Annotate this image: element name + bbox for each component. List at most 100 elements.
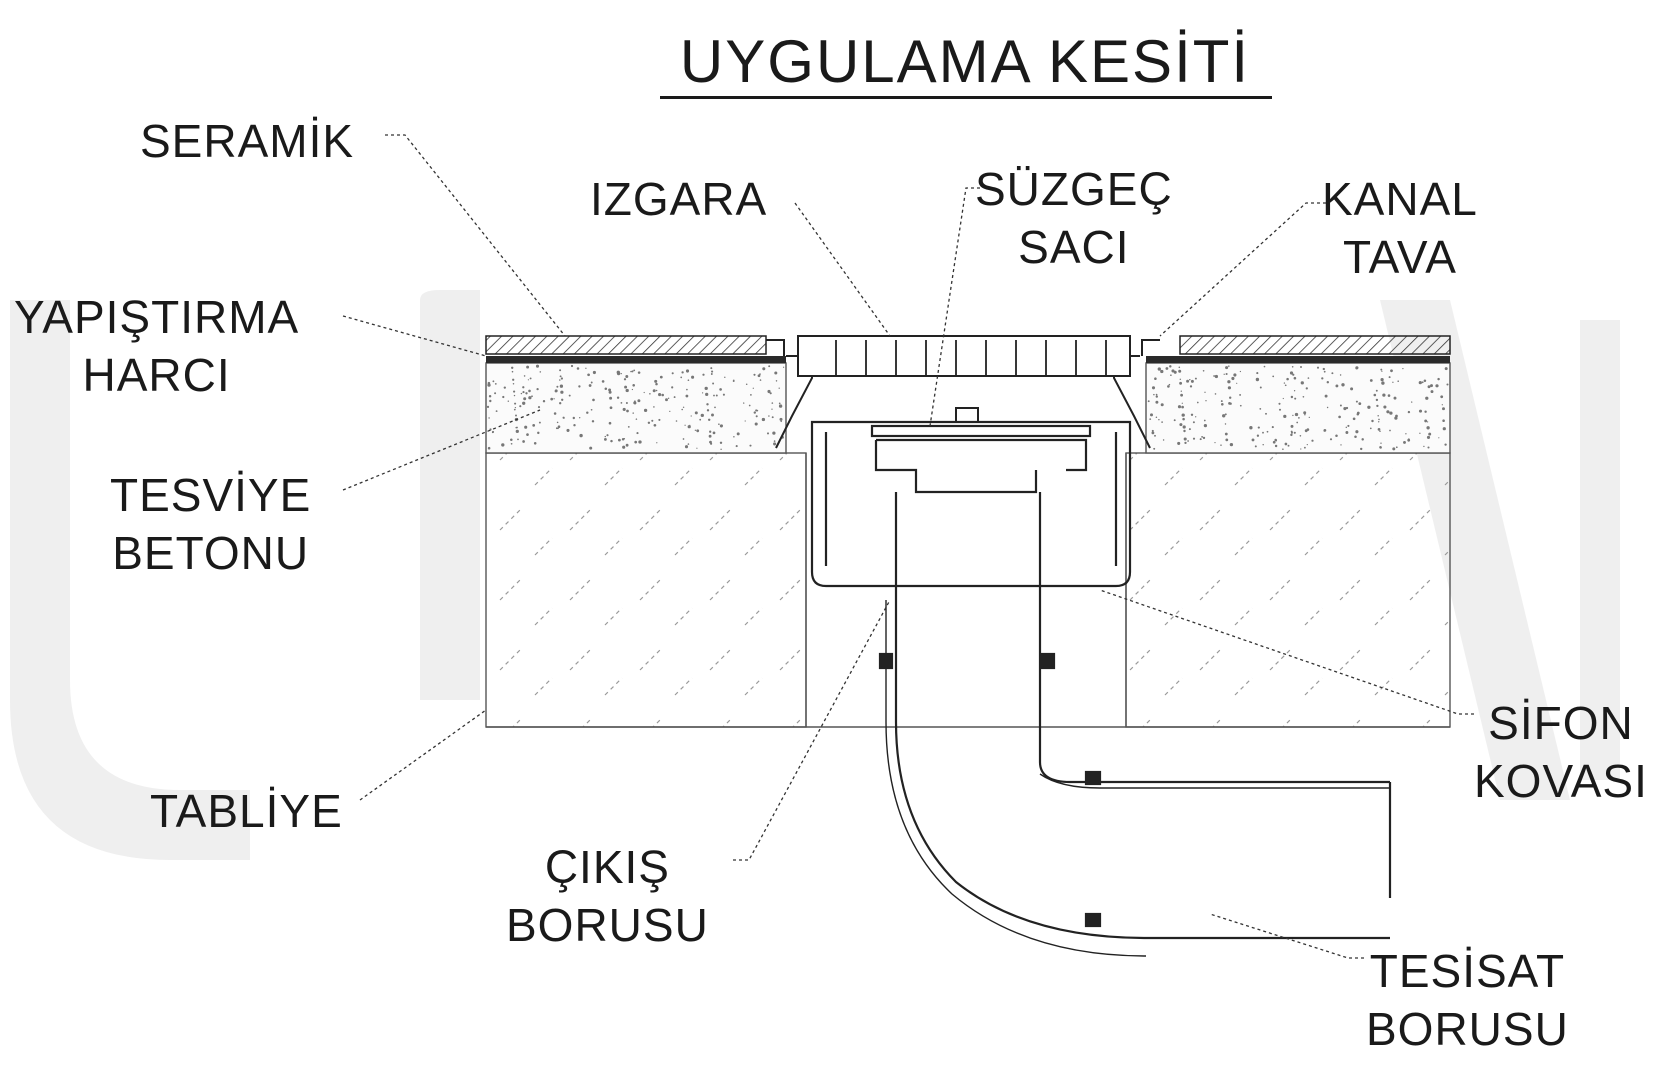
screed-speckle: [778, 402, 781, 405]
screed-speckle: [1290, 395, 1294, 399]
screed-speckle: [1380, 442, 1382, 444]
screed-speckle: [1379, 446, 1382, 449]
screed-speckle: [1289, 371, 1294, 375]
screed-speckle: [673, 396, 676, 399]
screed-speckle: [1380, 377, 1384, 382]
screed-speckle: [606, 434, 609, 437]
screed-speckle: [1340, 444, 1342, 446]
screed-speckle: [1167, 385, 1170, 388]
screed-speckle: [1440, 395, 1444, 399]
screed-speckle: [559, 379, 561, 381]
screed-speckle: [771, 416, 774, 419]
screed-speckle: [1259, 386, 1262, 389]
screed-speckle: [1177, 405, 1182, 409]
screed-speckle: [486, 405, 490, 408]
screed-speckle: [1214, 393, 1217, 395]
label-seramik: SERAMİK: [140, 112, 354, 170]
screed-speckle: [1395, 446, 1398, 449]
screed-speckle: [719, 424, 723, 428]
screed-speckle: [513, 390, 516, 393]
screed-speckle: [696, 429, 700, 433]
label-suzgec-line2: SACI: [1018, 221, 1130, 273]
screed-speckle: [1168, 383, 1171, 386]
pipes: [878, 492, 1392, 957]
screed-speckle: [1427, 385, 1431, 389]
screed-speckle: [514, 402, 517, 405]
screed-speckle: [1239, 404, 1242, 407]
screed-speckle: [643, 408, 648, 413]
screed-speckle: [700, 413, 704, 418]
screed-speckle: [1255, 377, 1260, 382]
screed-speckle: [560, 390, 564, 394]
screed-speckle: [753, 373, 756, 376]
screed-speckle: [1256, 434, 1260, 437]
screed-speckle: [1284, 384, 1287, 387]
screed-speckle: [1228, 365, 1230, 367]
screed-speckle: [1307, 377, 1310, 379]
screed-speckle: [1405, 433, 1407, 435]
screed-speckle: [1292, 414, 1294, 417]
screed-speckle: [1239, 393, 1242, 396]
screed-speckle: [1423, 379, 1427, 383]
screed-speckle: [539, 371, 542, 373]
screed-speckle: [1427, 421, 1429, 423]
screed-speckle: [720, 448, 722, 451]
screed-speckle: [1224, 413, 1227, 416]
label-tesisat-line1: TESİSAT: [1369, 945, 1566, 997]
label-tabliye: TABLİYE: [150, 782, 343, 840]
screed-speckle: [1341, 383, 1345, 387]
screed-speckle: [513, 394, 516, 397]
screed-speckle: [773, 442, 777, 446]
screed-speckle: [550, 397, 554, 401]
screed-speckle: [1437, 377, 1440, 381]
screed-speckle: [1371, 419, 1374, 423]
screed-speckle: [626, 409, 629, 413]
screed-speckle: [1202, 436, 1206, 440]
screed-speckle: [522, 440, 525, 443]
screed-speckle: [634, 400, 636, 403]
label-tesviye-betonu: TESVİYE BETONU: [110, 466, 311, 582]
screed-speckle: [1329, 438, 1333, 441]
screed-speckle: [1354, 435, 1357, 438]
screed-speckle: [671, 386, 674, 389]
screed-speckle: [732, 380, 735, 382]
screed-speckle: [622, 407, 626, 411]
screed-speckle: [576, 367, 580, 370]
screed-speckle: [1418, 380, 1422, 385]
screed-speckle: [1323, 370, 1326, 373]
screed-speckle: [1407, 410, 1411, 414]
screed-speckle: [1229, 442, 1234, 447]
screed-speckle: [1184, 441, 1187, 445]
screed-speckle: [1150, 413, 1153, 417]
screed-speckle: [694, 411, 698, 415]
screed-speckle: [1180, 390, 1182, 392]
screed-speckle: [1188, 428, 1191, 431]
screed-speckle: [1339, 404, 1342, 407]
screed-speckle: [512, 382, 515, 385]
screed-speckle: [1335, 384, 1339, 388]
screed-speckle: [1311, 439, 1314, 442]
screed-speckle: [691, 375, 695, 379]
screed-speckle: [1411, 401, 1413, 403]
tile-layer: [485, 335, 1451, 363]
screed-speckle: [754, 422, 758, 426]
screed-speckle: [1155, 395, 1158, 398]
label-cikis-line1: ÇIKIŞ: [544, 841, 670, 893]
screed-speckle: [537, 406, 541, 409]
screed-speckle: [1220, 444, 1222, 446]
screed-speckle: [1171, 369, 1175, 373]
screed-speckle: [1381, 381, 1385, 385]
screed-speckle: [669, 410, 671, 413]
screed-speckle: [1293, 431, 1296, 434]
screed-speckle: [1442, 427, 1446, 431]
screed-speckle: [1282, 397, 1284, 400]
label-tesisat-line2: BORUSU: [1366, 1003, 1569, 1055]
screed-speckle: [1375, 398, 1379, 402]
screed-speckle: [685, 394, 689, 398]
screed-speckle: [1190, 413, 1194, 416]
screed-speckle: [1161, 421, 1163, 423]
screed-speckle: [1233, 373, 1237, 377]
screed-speckle: [1430, 384, 1433, 388]
screed-speckle: [1444, 367, 1448, 371]
